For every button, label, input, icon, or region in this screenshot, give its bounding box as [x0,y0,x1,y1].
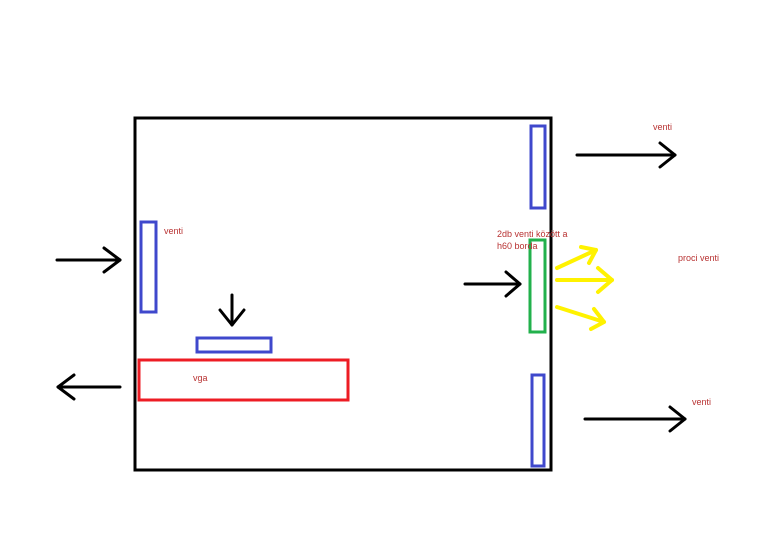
label-radiator-note-1: 2db venti között a [497,229,568,239]
radiator-inflow-arrow [463,270,522,298]
left-intake-fan [139,220,158,314]
hot-air-arrows [555,245,614,331]
label-vga: vga [193,373,208,383]
h60-radiator [528,238,547,334]
bottom-right-exhaust-arrow [583,405,687,433]
gpu-card [137,358,350,402]
left-exhaust-arrow [56,373,122,401]
bottom-right-exhaust-fan [530,373,546,468]
case-outline [133,116,553,472]
label-cpu-fan: proci venti [678,253,719,263]
gpu-down-arrow [218,293,246,327]
left-intake-arrow [55,246,122,274]
label-left-fan: venti [164,226,183,236]
label-radiator-note-2: h60 borda [497,241,538,251]
gpu-top-fan [195,336,273,354]
label-top-right-fan: venti [653,122,672,132]
top-right-exhaust-arrow [575,141,677,169]
label-bottom-right-fan: venti [692,397,711,407]
top-right-exhaust-fan [529,124,547,210]
